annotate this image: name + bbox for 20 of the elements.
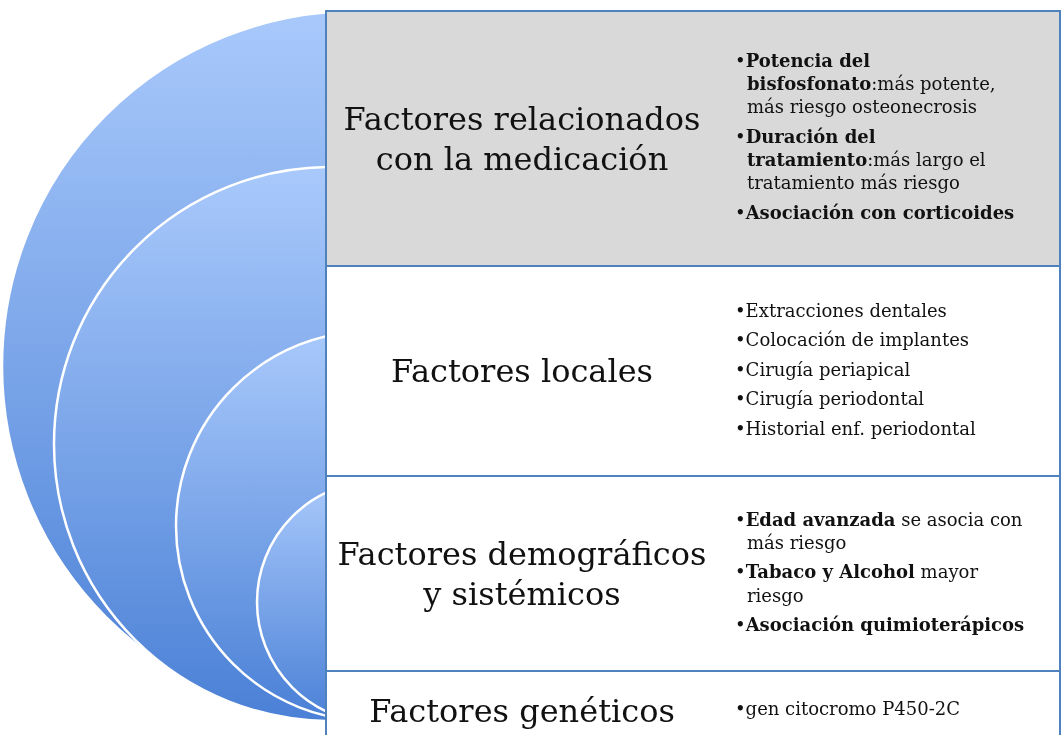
bullet-item: •Edad avanzada se asocia con más riesgo xyxy=(735,507,1024,554)
bullet-item: •Asociación con corticoides xyxy=(735,201,1016,225)
bullet-item: •Asociación quimioterápicos xyxy=(735,612,1026,636)
factor-row xyxy=(325,10,1061,265)
bullet-item: •Colocación de implantes xyxy=(735,327,971,352)
bullet-item: •Tabaco y Alcohol mayor riesgo xyxy=(735,559,979,607)
bullet-item: •Potencia del bisfosfonato:más potente, más riesgo osteonecrosis xyxy=(735,48,997,119)
row-heading: Factores relacionados con la medicación xyxy=(342,98,702,179)
bullet-item: •Cirugía periapical xyxy=(735,357,912,381)
bullet-item: •Historial enf. periodontal xyxy=(735,416,977,440)
row-heading: Factores locales xyxy=(390,351,654,391)
bullet-item: •Extracciones dentales xyxy=(735,298,948,322)
bullet-item: •Duración del tratamiento:más largo el tratamiento más riesgo xyxy=(735,124,987,195)
row-heading: Factores demográficos y sistémicos xyxy=(337,533,707,614)
bullet-item: •gen citocromo P450-2C xyxy=(735,697,961,721)
factor-row xyxy=(325,265,1061,475)
bullet-item: •Cirugía periodontal xyxy=(735,386,926,411)
row-heading: Factores genéticos xyxy=(369,691,675,731)
factor-row xyxy=(325,670,1061,735)
factor-row xyxy=(325,475,1061,670)
